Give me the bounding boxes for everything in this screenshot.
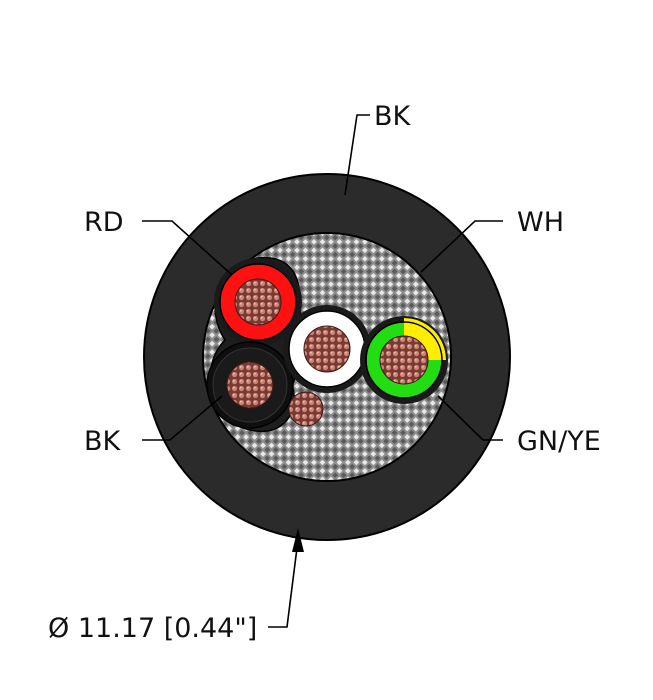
- diameter-arrowhead: [292, 528, 304, 552]
- jacket-label: BK: [374, 101, 412, 132]
- red-conductor: [214, 258, 302, 346]
- ground-conductor: [360, 316, 448, 404]
- leader-black: [142, 395, 223, 441]
- ground-conductor-label: GN/YE: [517, 426, 601, 457]
- drain-wire: [288, 391, 324, 427]
- leader-diameter: [268, 539, 299, 628]
- leader-white: [420, 220, 503, 273]
- leader-ground: [437, 395, 503, 441]
- white-conductor-label: WH: [517, 207, 564, 238]
- white-conductor: [283, 305, 371, 393]
- red-conductor-label: RD: [84, 207, 124, 238]
- diameter-label: Ø 11.17 [0.44"]: [48, 613, 257, 644]
- black-conductor-label: BK: [84, 426, 122, 457]
- leader-red: [142, 220, 233, 276]
- leader-jacket: [344, 114, 370, 196]
- black-conductor: [206, 341, 294, 429]
